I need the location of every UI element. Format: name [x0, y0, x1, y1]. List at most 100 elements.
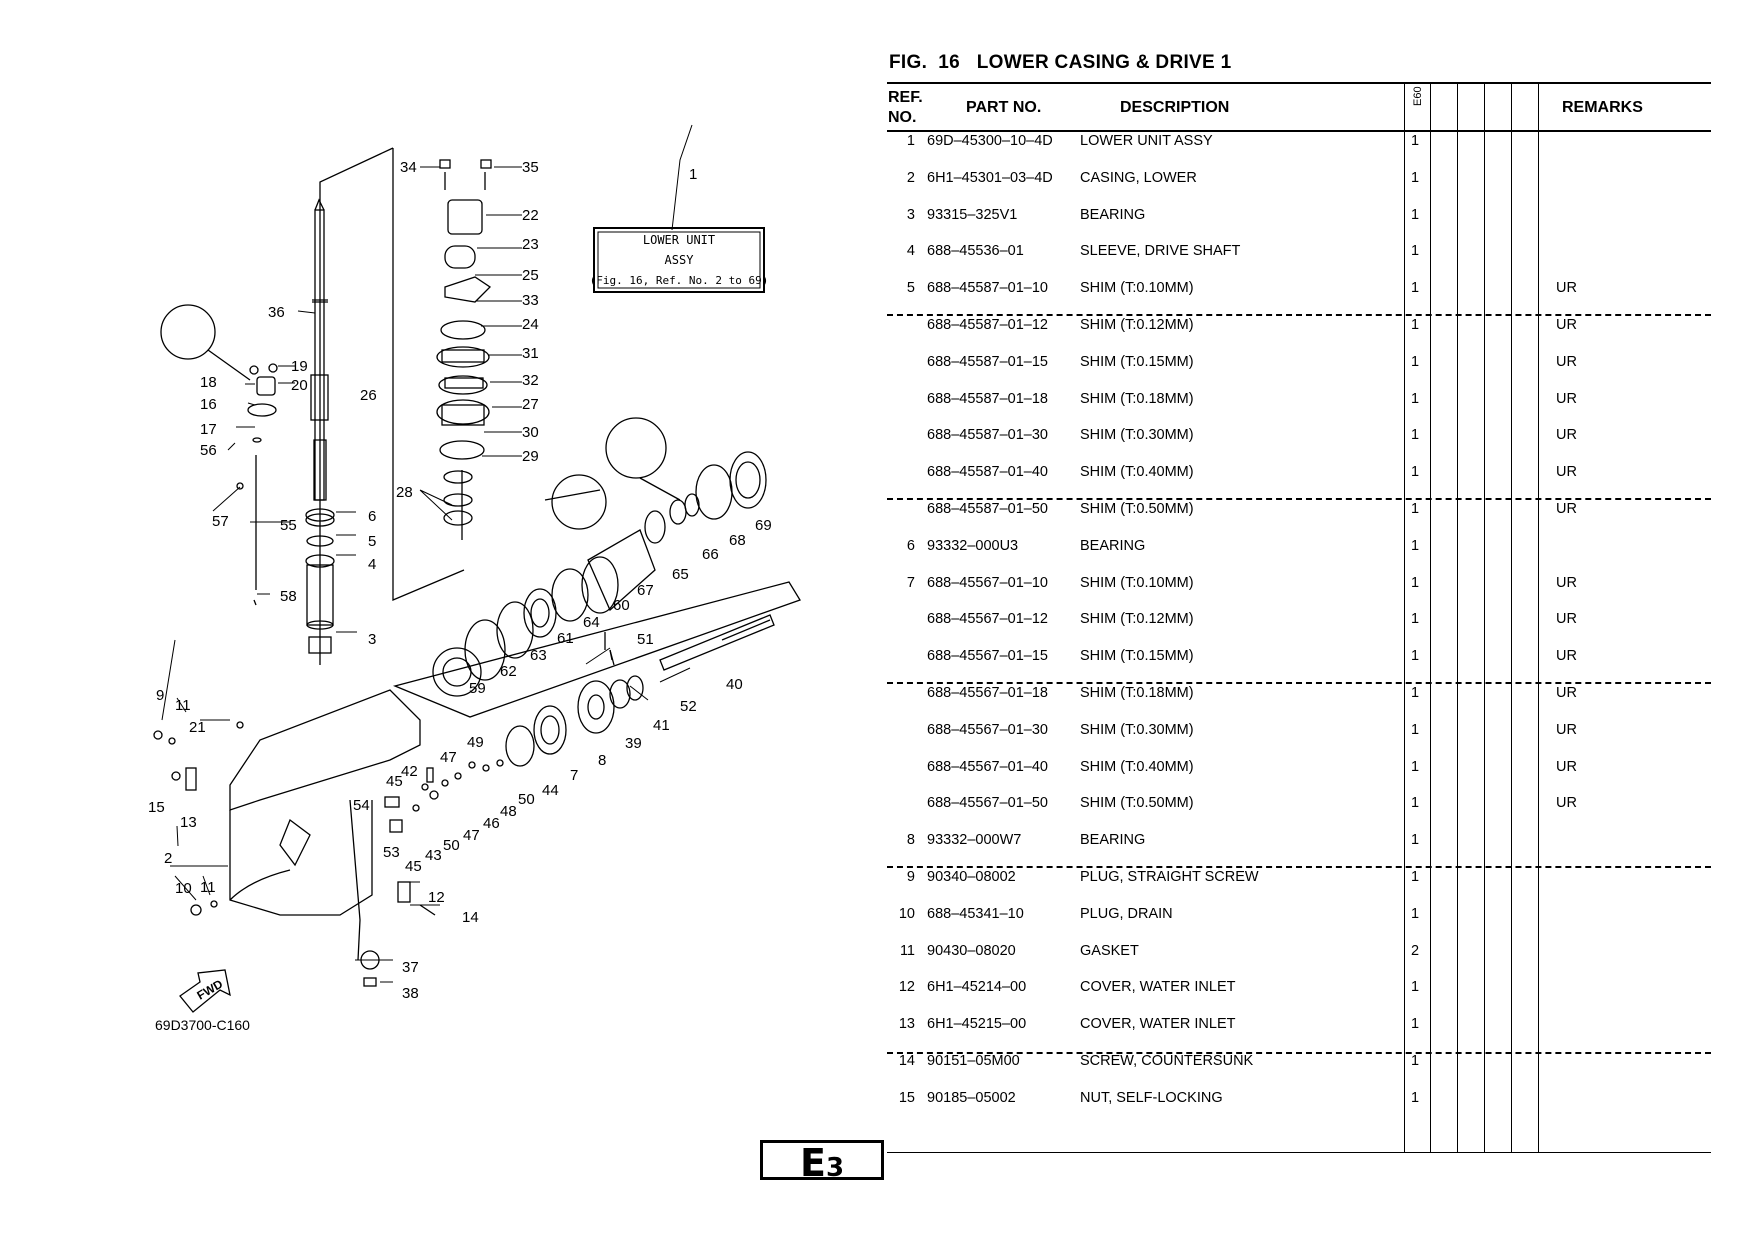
group-divider [887, 1052, 1711, 1054]
row-description: SHIM (T:0.10MM) [1080, 574, 1194, 591]
row-description: SHIM (T:0.10MM) [1080, 280, 1194, 297]
header-ref-line1: REF. [888, 89, 923, 106]
column-rule [1484, 82, 1485, 1152]
callout-numbers: 1 2 3 4 5 6 7 8 9 10 11 11 12 13 14 15 1… [148, 159, 772, 1002]
row-part-no: 69D–45300–10–4D [927, 133, 1053, 149]
callout: 29 [522, 448, 539, 465]
row-description: NUT, SELF-LOCKING [1080, 1089, 1223, 1106]
row-quantity: 1 [1410, 574, 1420, 591]
row-quantity: 1 [1410, 243, 1420, 260]
group-divider [887, 682, 1711, 684]
callout: 62 [500, 663, 517, 680]
row-quantity: 1 [1410, 317, 1420, 333]
row-description: BEARING [1080, 206, 1146, 223]
assy-label-line3: (Fig. 16, Ref. No. 2 to 69) [590, 274, 769, 287]
exploded-parts-diagram: LOWER UNIT ASSY (Fig. 16, Ref. No. 2 to … [148, 124, 801, 1033]
callout: 63 [530, 647, 547, 664]
callout: 68 [729, 532, 746, 549]
callout: 12 [428, 889, 445, 906]
row-quantity: 1 [1410, 648, 1420, 665]
row-part-no: 90430–08020 [927, 942, 1016, 959]
row-quantity: 1 [1410, 464, 1420, 481]
callout: 32 [522, 372, 539, 389]
row-part-no: 93332–000W7 [927, 832, 1022, 849]
row-description: SLEEVE, DRIVE SHAFT [1080, 243, 1241, 260]
callout: 56 [200, 442, 217, 459]
row-ref-no: 8 [906, 832, 915, 849]
row-description: SHIM (T:0.12MM) [1080, 317, 1194, 333]
callout: 50 [443, 837, 460, 854]
row-part-no: 688–45587–01–10 [927, 280, 1048, 297]
callout: 2 [164, 850, 172, 867]
row-description: SCREW, COUNTERSUNK [1080, 1053, 1254, 1069]
callout: 55 [280, 517, 297, 534]
row-remarks: UR [1556, 574, 1577, 591]
row-description: COVER, WATER INLET [1080, 1016, 1236, 1033]
row-quantity: 1 [1410, 390, 1420, 407]
row-description: SHIM (T:0.12MM) [1080, 611, 1194, 628]
row-part-no: 6H1–45301–03–4D [927, 169, 1053, 186]
header-description: DESCRIPTION [1120, 99, 1230, 116]
column-rule [1538, 82, 1539, 1152]
callout: 1 [689, 166, 697, 183]
callout: 45 [405, 858, 422, 875]
row-part-no: 688–45587–01–50 [927, 501, 1048, 517]
row-quantity: 1 [1410, 537, 1420, 554]
row-remarks: UR [1556, 317, 1577, 333]
row-ref-no: 2 [906, 169, 915, 186]
row-part-no: 688–45587–01–12 [927, 317, 1048, 333]
row-quantity: 1 [1410, 206, 1420, 223]
row-ref-no: 12 [898, 979, 915, 996]
row-part-no: 688–45567–01–50 [927, 795, 1048, 812]
callout: 61 [557, 630, 574, 647]
callout: 28 [396, 484, 413, 501]
column-rule [1511, 82, 1512, 1152]
callout: 33 [522, 292, 539, 309]
row-part-no: 90151–05M00 [927, 1053, 1020, 1069]
callout: 47 [440, 749, 457, 766]
callout: 11 [175, 697, 191, 714]
row-description: SHIM (T:0.50MM) [1080, 501, 1194, 517]
table-top-rule [887, 82, 1711, 84]
row-quantity: 1 [1410, 758, 1420, 775]
row-quantity: 1 [1410, 869, 1420, 885]
row-part-no: 688–45567–01–10 [927, 574, 1048, 591]
row-part-no: 688–45567–01–12 [927, 611, 1048, 628]
header-ref-line2: NO. [888, 109, 917, 126]
row-remarks: UR [1556, 648, 1577, 665]
row-remarks: UR [1556, 721, 1577, 738]
callout: 64 [583, 614, 600, 631]
table-bottom-rule [887, 1152, 1711, 1153]
row-part-no: 90340–08002 [927, 869, 1016, 885]
page-marker: E3 [760, 1140, 884, 1183]
callout: 19 [291, 358, 308, 375]
callout: 9 [156, 687, 164, 704]
callout: 23 [522, 236, 539, 253]
callout: 24 [522, 316, 539, 333]
row-quantity: 1 [1410, 1053, 1420, 1069]
callout: 38 [402, 985, 419, 1002]
row-remarks: UR [1556, 685, 1577, 701]
callout: 37 [402, 959, 419, 976]
callout: 21 [189, 719, 206, 736]
callout: 6 [368, 508, 376, 525]
header-remarks: REMARKS [1562, 99, 1643, 116]
callout: 41 [653, 717, 670, 734]
row-description: SHIM (T:0.50MM) [1080, 795, 1194, 812]
column-rule [1430, 82, 1431, 1152]
row-ref-no: 6 [906, 537, 915, 554]
